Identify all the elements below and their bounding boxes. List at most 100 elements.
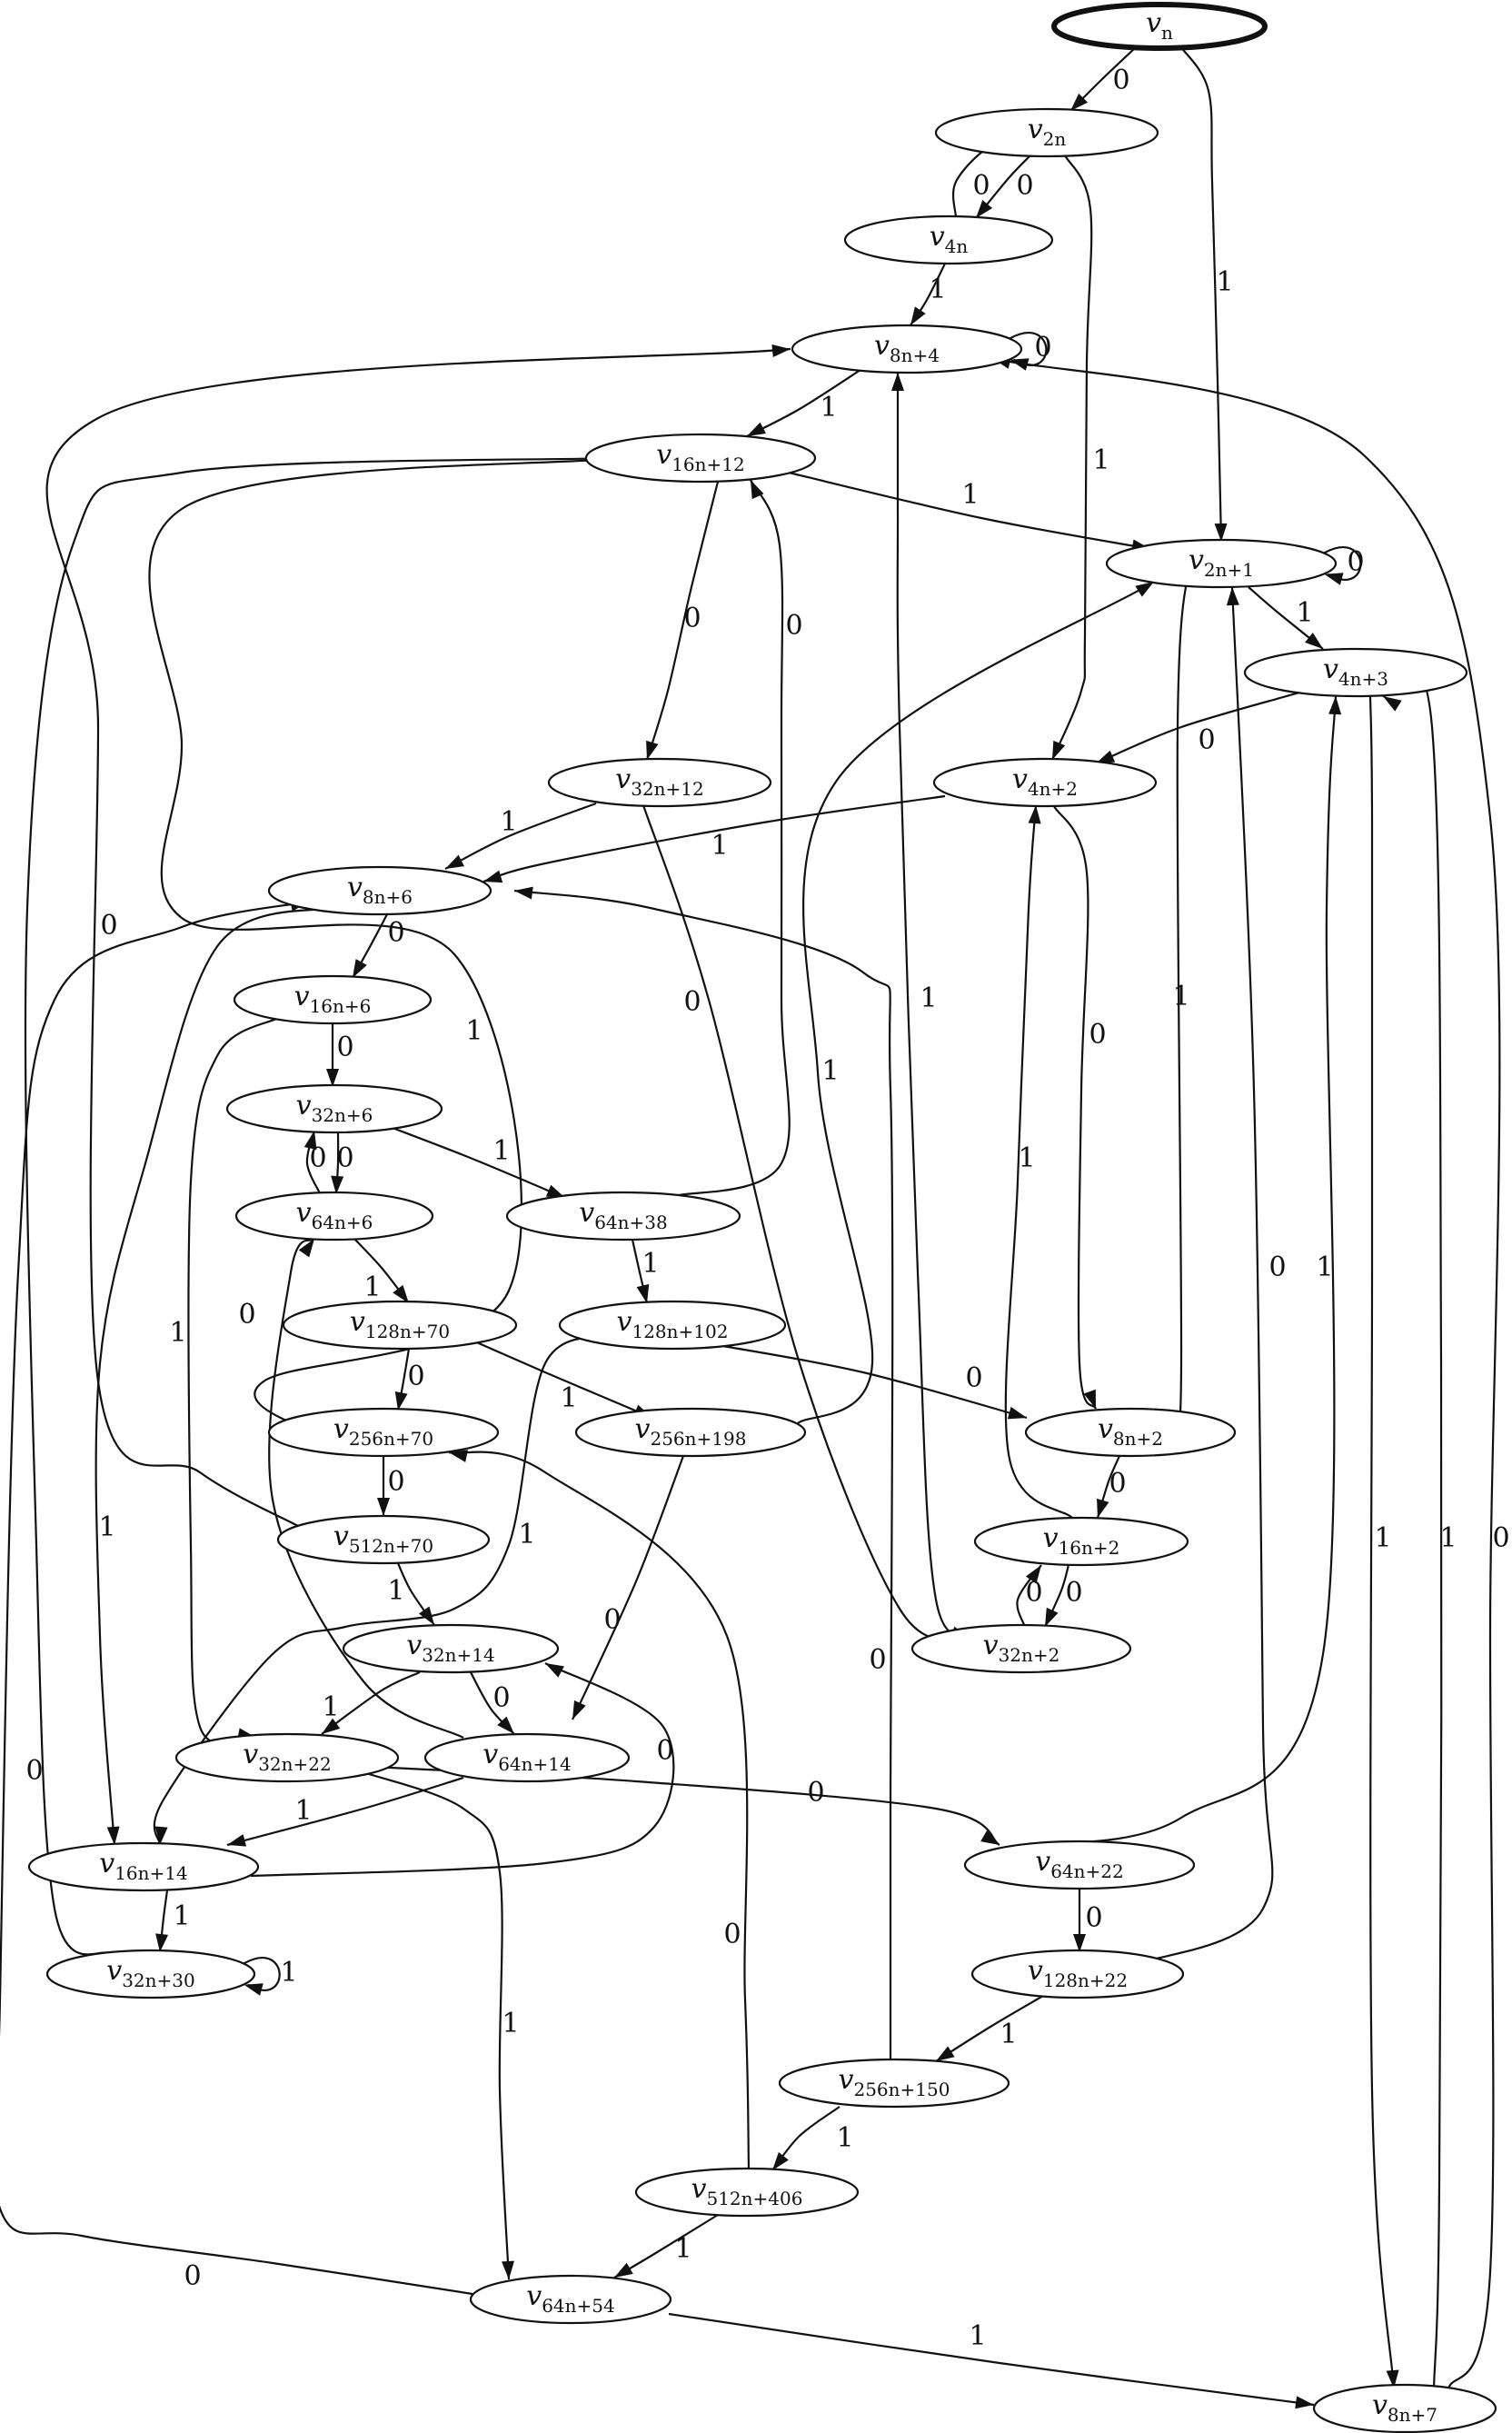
edge-v32n14-to-v64n14: 0 <box>470 1671 515 1735</box>
edge-label: 1 <box>1216 266 1233 298</box>
edge-label: 1 <box>820 392 837 424</box>
node-v64n54: v64n+54 <box>469 2274 672 2325</box>
node-label: v32n+30 <box>106 1955 195 1991</box>
edge-v512n406-to-v64n54: 1 <box>613 2214 719 2278</box>
edge-label: 0 <box>1085 1902 1102 1934</box>
node-label-base: v <box>635 1413 651 1445</box>
node-label-subscript: 16n+14 <box>114 1862 188 1884</box>
edge-label: 1 <box>836 2122 853 2154</box>
edge-label: 1 <box>294 1795 312 1827</box>
edge-v4n2-to-v8n2: 0 <box>1053 805 1107 1410</box>
arrowhead <box>353 959 367 978</box>
node-label-base: v <box>482 1739 498 1770</box>
node-vn: vn <box>1051 2 1268 51</box>
node-label-base: v <box>617 1306 632 1338</box>
node-label: v128n+22 <box>1028 1955 1128 1991</box>
edge-label: 0 <box>972 170 990 202</box>
edge-v2n1-to-v4n3: 1 <box>1248 586 1324 650</box>
node-ellipse <box>276 1514 491 1565</box>
edge-v128n22-to-v256n150: 1 <box>935 1995 1044 2062</box>
edge-label: 0 <box>1109 1468 1126 1500</box>
edge-path <box>513 889 894 2059</box>
edge-label: 1 <box>1000 2019 1017 2050</box>
edge-v512n406-to-v256n70: 0 <box>448 1450 751 2169</box>
node-label: v2n+1 <box>1189 544 1254 581</box>
edge-v8n6-to-v16n6: 0 <box>352 913 405 979</box>
edge-v4n3-to-v8n7: 1 <box>1368 695 1399 2389</box>
node-ellipse <box>225 1083 443 1134</box>
edge-path <box>1019 695 1338 1847</box>
node-ellipse <box>791 324 1023 374</box>
node-ellipse <box>1312 2383 1497 2433</box>
node-label-base: v <box>1035 1846 1050 1878</box>
arrowhead <box>326 1069 339 1087</box>
node-label: v256n+198 <box>635 1413 747 1450</box>
edge-label: 1 <box>920 982 937 1014</box>
edge-label: 1 <box>98 1511 115 1543</box>
edge-path <box>250 1662 675 1878</box>
arrowhead <box>298 1239 314 1258</box>
edge-label: 0 <box>1034 332 1051 364</box>
arrowhead <box>572 1700 586 1720</box>
edge-v64n22-to-v128n22: 0 <box>1073 1889 1103 1952</box>
node-label-base: v <box>333 1521 349 1552</box>
edge-v256n150-to-v512n406: 1 <box>771 2106 854 2171</box>
edge-label: 1 <box>169 1317 186 1349</box>
arrowhead <box>1214 523 1228 542</box>
edge-label: 1 <box>502 2008 519 2039</box>
edge-v8n2-to-v16n2: 0 <box>1096 1455 1127 1519</box>
edge-v16n2-to-v4n2: 1 <box>1004 804 1073 1519</box>
edge-v4n3-to-v4n2: 0 <box>1095 691 1300 765</box>
edge-label: 0 <box>336 1142 353 1174</box>
edge-label: 0 <box>238 1299 255 1331</box>
arrowhead <box>980 1830 1000 1845</box>
edge-path <box>444 802 597 870</box>
edge-v8n4-to-v16n12: 1 <box>746 367 864 437</box>
node-ellipse <box>1024 1407 1237 1458</box>
node-ellipse <box>934 107 1159 158</box>
edge-path <box>717 1343 1028 1420</box>
edge-path <box>642 804 970 1641</box>
edge-label: 0 <box>387 917 404 949</box>
edge-label: 1 <box>363 1271 381 1303</box>
edge-label: 0 <box>1065 1577 1082 1609</box>
arrowhead <box>418 1606 434 1625</box>
arrowhead <box>772 2151 789 2170</box>
node-v64n22: v64n+22 <box>963 1840 1196 1890</box>
edge-v64n38-to-v16n12: 0 <box>673 479 803 1198</box>
node-v16n6: v16n+6 <box>233 974 433 1025</box>
node-ellipse <box>574 1407 807 1458</box>
node-label-base: v <box>1146 7 1161 39</box>
node-label-base: v <box>333 1413 349 1445</box>
arrowhead <box>154 1826 168 1845</box>
arrowhead <box>1097 1498 1109 1518</box>
node-label: v8n+2 <box>1098 1413 1163 1450</box>
edge-path <box>372 1765 1000 1846</box>
arrowhead <box>244 1983 264 1996</box>
arrowhead <box>483 870 503 883</box>
edge-v32n14-to-v32n22: 1 <box>321 1671 421 1735</box>
node-label-base: v <box>656 439 671 471</box>
node-label: vn <box>1146 7 1173 44</box>
node-ellipse <box>282 1300 518 1351</box>
edge-path <box>1368 695 1396 2389</box>
node-ellipse <box>233 974 433 1025</box>
node-label-base: v <box>347 872 363 903</box>
edge-path <box>1004 804 1073 1519</box>
edge-label: 1 <box>969 2320 986 2352</box>
node-label-base: v <box>874 330 890 362</box>
node-ellipse <box>267 865 492 916</box>
node-label-base: v <box>106 1955 122 1987</box>
node-label-base: v <box>350 1306 365 1338</box>
node-label-base: v <box>1043 1522 1059 1554</box>
node-label-subscript: 256n+198 <box>650 1428 746 1450</box>
node-label-subscript: 64n+54 <box>542 2295 615 2317</box>
edge-v256n70-to-v512n70: 0 <box>377 1455 405 1516</box>
node-v16n12: v16n+12 <box>584 433 817 484</box>
node-v512n70: v512n+70 <box>276 1514 491 1565</box>
edge-label: 1 <box>387 1575 404 1607</box>
arrowhead <box>106 1826 120 1845</box>
edge-label: 1 <box>560 1382 577 1414</box>
node-label-subscript: 512n+70 <box>349 1535 433 1557</box>
edge-label: 1 <box>280 1957 297 1989</box>
